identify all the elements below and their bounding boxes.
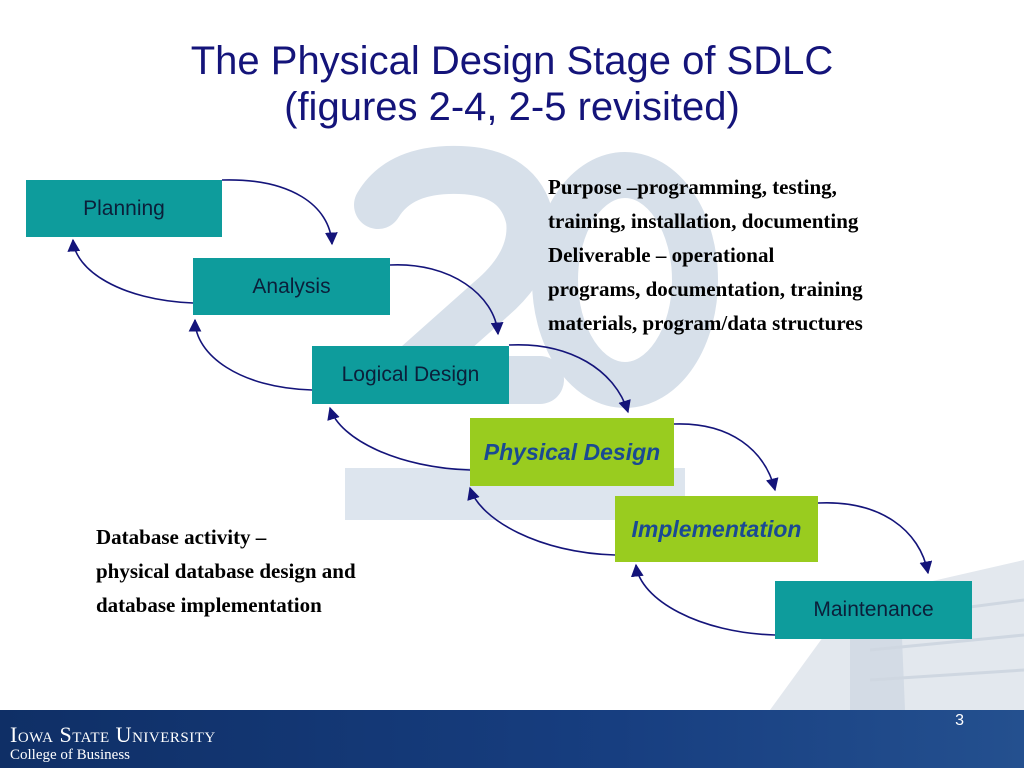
purpose-line-1: Purpose –programming, testing, xyxy=(548,175,837,199)
database-line-1: Database activity – xyxy=(96,525,267,549)
stage-analysis: Analysis xyxy=(193,258,390,315)
arrow-analysis-to-logical xyxy=(389,264,504,336)
purpose-note: Purpose –programming, testing, training,… xyxy=(548,170,863,340)
stage-planning-label: Planning xyxy=(83,196,165,220)
stage-planning: Planning xyxy=(26,180,222,237)
arrow-physical-to-implementation xyxy=(673,423,779,492)
stage-logical-design: Logical Design xyxy=(312,346,509,404)
arrow-implementation-to-physical xyxy=(467,486,616,556)
stage-maintenance: Maintenance xyxy=(775,581,972,639)
purpose-line-4: programs, documentation, training xyxy=(548,277,863,301)
page-number: 3 xyxy=(955,712,964,729)
arrow-maintenance-to-implementation xyxy=(630,563,776,636)
arrow-logical-to-analysis xyxy=(188,318,313,391)
college-name: College of Business xyxy=(10,747,130,763)
stage-maintenance-label: Maintenance xyxy=(813,598,934,621)
arrow-implementation-to-maintenance xyxy=(817,502,933,575)
stage-analysis-label: Analysis xyxy=(252,274,331,298)
arrow-physical-to-logical xyxy=(327,406,471,471)
university-logo: Iowa State University xyxy=(10,722,216,747)
slide-title: The Physical Design Stage of SDLC (figur… xyxy=(0,38,1024,130)
purpose-line-3: Deliverable – operational xyxy=(548,243,775,267)
stage-physical-design: Physical Design xyxy=(470,418,674,486)
title-line-1: The Physical Design Stage of SDLC xyxy=(190,39,834,83)
purpose-line-5: materials, program/data structures xyxy=(548,311,863,335)
database-note: Database activity – physical database de… xyxy=(96,520,356,622)
stage-implementation: Implementation xyxy=(615,496,818,562)
purpose-line-2: training, installation, documenting xyxy=(548,209,859,233)
stage-logical-design-label: Logical Design xyxy=(341,363,480,386)
stage-physical-design-label: Physical Design xyxy=(483,438,661,465)
stage-implementation-label: Implementation xyxy=(631,515,802,542)
footer-bar: Iowa State University College of Busines… xyxy=(0,710,1024,768)
arrow-logical-to-physical xyxy=(508,344,631,414)
database-line-2: physical database design and xyxy=(96,559,356,583)
arrow-analysis-to-planning xyxy=(67,238,194,304)
database-line-3: database implementation xyxy=(96,593,322,617)
title-line-2: (figures 2-4, 2-5 revisited) xyxy=(284,85,740,129)
arrow-planning-to-analysis xyxy=(221,179,338,246)
